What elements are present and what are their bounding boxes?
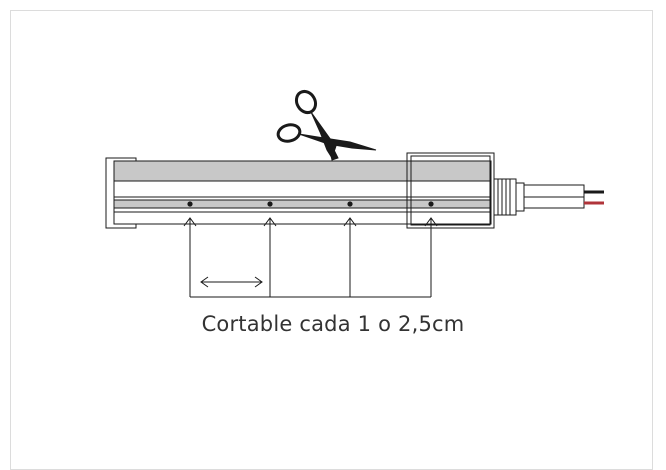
cut-marker [428, 201, 434, 207]
diagram-frame [10, 10, 653, 470]
cut-marker [187, 201, 193, 207]
double-arrow-icon [200, 276, 263, 288]
cut-markers [187, 201, 434, 207]
cable-gland [493, 178, 525, 216]
led-strip-body [113, 160, 492, 225]
cut-marker [267, 201, 273, 207]
pointer-bracket [183, 217, 438, 298]
cable [523, 184, 585, 209]
cut-marker [347, 201, 353, 207]
scissors-icon [276, 89, 377, 161]
cut-caption: Cortable cada 1 o 2,5cm [201, 312, 465, 336]
